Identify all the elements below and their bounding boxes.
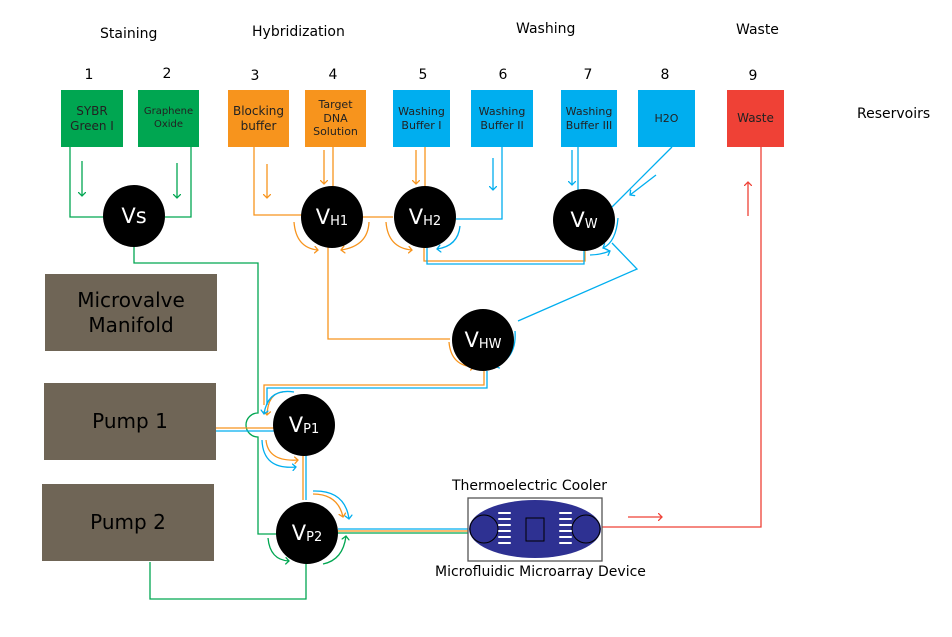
pump-1[interactable]: Pump 1 xyxy=(44,383,216,460)
microarray-spot xyxy=(525,517,545,542)
valve-label: V xyxy=(408,205,424,229)
thermoelectric-cooler-label: Thermoelectric Cooler xyxy=(452,478,608,494)
reservoir-label: Graphene Oxide xyxy=(143,106,194,130)
pump-2-label: Pump 2 xyxy=(90,510,166,534)
reservoir-number-7: 7 xyxy=(583,67,593,83)
valve-label: V xyxy=(288,413,304,437)
outlet-port xyxy=(571,514,601,544)
line-vh2-to-vw-orange xyxy=(423,245,586,262)
valve-subscript: P1 xyxy=(303,421,320,437)
line-vh2-to-vw-blue xyxy=(426,245,585,265)
hybridization-lines xyxy=(216,147,586,532)
line-pump2-to-vp2 xyxy=(149,562,307,600)
reservoir-washing-buffer-2[interactable]: Washing Buffer II xyxy=(471,90,533,147)
line-wb2-to-vh2 xyxy=(456,147,503,220)
reservoir-number-1: 1 xyxy=(84,67,94,83)
staining-lines xyxy=(69,147,470,600)
line-block-to-vh1 xyxy=(253,147,302,216)
reservoir-blocking-buffer[interactable]: Blocking buffer xyxy=(228,90,289,147)
line-h2o-to-vw xyxy=(611,146,673,208)
valve-subscript: H2 xyxy=(423,213,442,229)
line-vw-to-vhw xyxy=(517,242,639,322)
header-washing: Washing xyxy=(516,21,576,37)
reservoir-label: Blocking buffer xyxy=(232,103,284,133)
microarray-device-label: Microfluidic Microarray Device xyxy=(435,564,646,580)
inlet-port xyxy=(469,514,499,544)
reservoir-number-2: 2 xyxy=(162,66,172,82)
reservoir-number-5: 5 xyxy=(418,67,428,83)
reservoir-number-4: 4 xyxy=(328,67,338,83)
header-hybridization: Hybridization xyxy=(252,24,345,40)
flow-arrow xyxy=(322,536,346,565)
reservoir-label: Target DNA Solution xyxy=(313,97,358,139)
valve-label: V xyxy=(315,205,331,229)
microfluidic-chip xyxy=(469,500,601,558)
reservoir-graphene-oxide[interactable]: Graphene Oxide xyxy=(138,90,199,147)
manifold-label: Microvalve Manifold xyxy=(77,287,185,337)
reservoir-label: Washing Buffer I xyxy=(398,104,445,132)
washing-lines xyxy=(216,146,673,530)
reservoir-target-dna[interactable]: Target DNA Solution xyxy=(305,90,366,147)
valve-subscript: W xyxy=(584,216,598,232)
line-vh1-to-vhw xyxy=(327,247,450,340)
valve-subscript: HW xyxy=(478,336,502,352)
reservoir-washing-buffer-1[interactable]: Washing Buffer I xyxy=(393,90,450,147)
pump-2[interactable]: Pump 2 xyxy=(42,484,214,561)
waste-lines xyxy=(600,147,762,528)
microvalve-manifold[interactable]: Microvalve Manifold xyxy=(45,274,217,351)
reservoir-h2o[interactable]: H2O xyxy=(638,90,695,147)
pump-1-label: Pump 1 xyxy=(92,409,168,433)
reservoir-number-8: 8 xyxy=(660,67,670,83)
reservoir-label: Waste xyxy=(737,111,774,125)
reservoir-washing-buffer-3[interactable]: Washing Buffer III xyxy=(561,90,617,147)
line-go-to-vs xyxy=(165,147,192,218)
reservoir-sybr-green[interactable]: SYBR Green I xyxy=(61,90,123,147)
line-sybr-to-vs xyxy=(69,147,104,218)
flow-arrow xyxy=(267,537,289,561)
channel-marks xyxy=(498,512,572,544)
reservoirs-label: Reservoirs xyxy=(857,106,931,122)
reservoir-number-9: 9 xyxy=(748,68,758,84)
reservoir-label: Washing Buffer III xyxy=(565,104,613,132)
valve-subscript: H1 xyxy=(330,213,349,229)
reservoir-label: H2O xyxy=(654,111,679,125)
valve-label: V xyxy=(291,521,307,545)
line-vhw-to-vp1-orange xyxy=(263,371,485,405)
reservoir-number-3: 3 xyxy=(250,68,260,84)
valve-label: V xyxy=(464,328,479,352)
reservoir-number-6: 6 xyxy=(498,67,508,83)
valve-subscript: P2 xyxy=(306,529,323,545)
valve-label: Vs xyxy=(121,204,147,228)
line-vhw-to-vp1-blue xyxy=(266,371,488,405)
reservoir-label: Washing Buffer II xyxy=(478,104,526,132)
microarray-device[interactable] xyxy=(467,497,603,562)
reservoir-label: SYBR Green I xyxy=(70,103,114,133)
header-waste: Waste xyxy=(736,22,779,38)
line-vs-to-vp2 xyxy=(133,245,278,535)
header-staining: Staining xyxy=(100,26,158,42)
line-device-to-waste xyxy=(600,147,762,528)
reservoir-waste[interactable]: Waste xyxy=(727,90,784,147)
valve-label: V xyxy=(570,208,585,232)
valve-vs[interactable]: Vs xyxy=(103,185,165,247)
